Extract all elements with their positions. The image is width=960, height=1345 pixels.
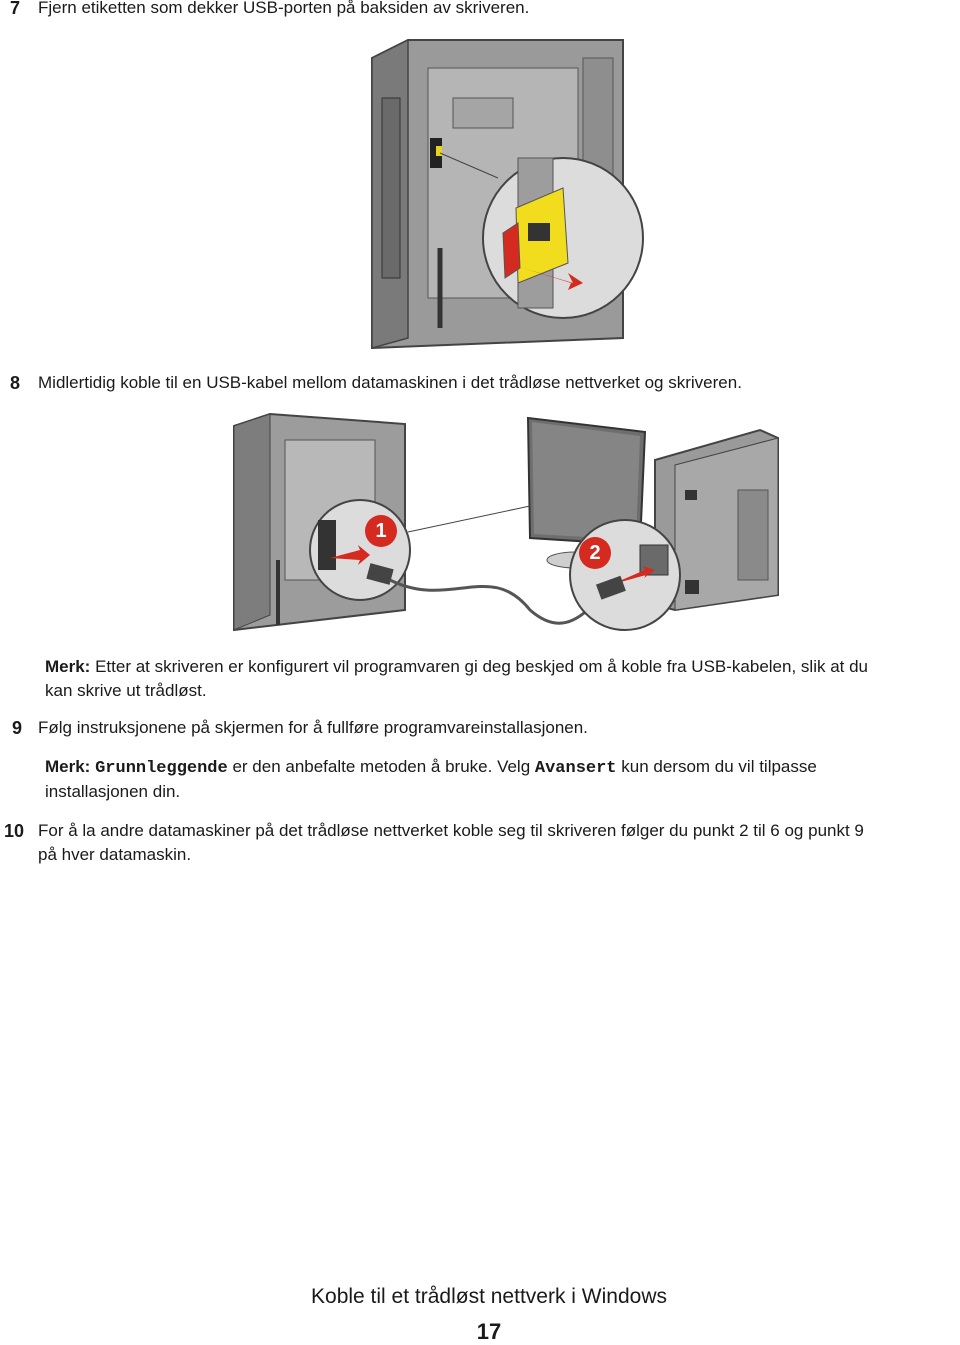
callout-1-label: 1 [375,520,387,542]
note-2-line-2: installasjonen din. [45,782,181,801]
step-10-line-2: på hver datamaskin. [38,845,192,864]
figure-usb-cable-connection [233,412,779,632]
note-1-line-2: kan skrive ut trådløst. [45,681,207,700]
note-2-text-2: kun dersom du vil tilpasse [616,757,817,776]
note-1-line-1: Merk: Etter at skriveren er konfigurert … [45,655,868,679]
callout-2-badge: 2 [579,537,611,569]
step-9-number: 9 [12,718,23,738]
note-2-line-1: Merk: Grunnleggende er den anbefalte met… [45,755,817,781]
note-2-code-advanced: Avansert [534,759,617,778]
note-1-label: Merk: [45,657,91,676]
figure-printer-usb-label [371,38,644,350]
step-7-number: 7 [10,0,21,18]
footer-section-title: Koble til et trådløst nettverk i Windows [311,1285,667,1308]
page-number: 17 [476,1319,502,1344]
note-2-code-basic: Grunnleggende [95,759,228,778]
step-7-text: Fjern etiketten som dekker USB-porten på… [38,0,530,17]
step-8-text: Midlertidig koble til en USB-kabel mello… [38,373,742,392]
note-2-text-1: er den anbefalte metoden å bruke. Velg [227,757,535,776]
note-2-label: Merk: [45,757,91,776]
step-10-number: 10 [4,821,25,841]
step-8-number: 8 [10,373,21,393]
step-10-line-1: For å la andre datamaskiner på det trådl… [38,821,864,840]
note-1-text: Etter at skriveren er konfigurert vil pr… [90,657,869,676]
step-9-text: Følg instruksjonene på skjermen for å fu… [38,718,588,737]
callout-2-label: 2 [589,542,601,564]
callout-1-badge: 1 [365,515,397,547]
